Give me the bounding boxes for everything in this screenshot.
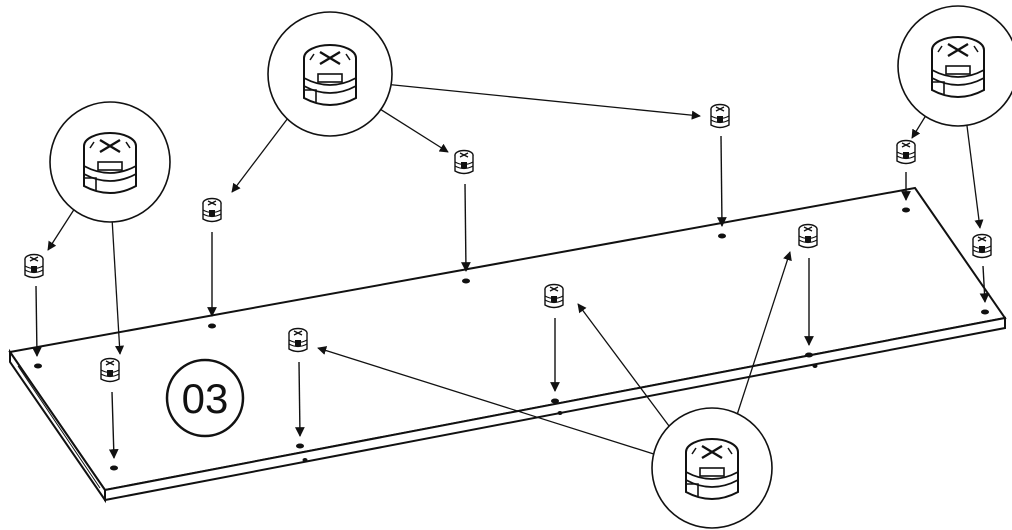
callout-cam-nut-right <box>897 5 1012 127</box>
edge-hole <box>302 458 308 462</box>
cam-nut-detail-icon <box>82 131 138 195</box>
insertion-arrows <box>31 135 990 459</box>
callout-cam-nut-front <box>267 11 393 137</box>
callout-cam-nut-bottom <box>651 407 773 529</box>
cam-lock-nut-icon <box>544 283 564 309</box>
callout-cam-nut-left <box>49 101 171 223</box>
callout-arrows <box>47 83 984 457</box>
cam-lock-nut-icon <box>202 197 222 223</box>
edge-hole <box>557 411 563 415</box>
cam-lock-nut-icon <box>288 327 308 353</box>
hole <box>805 352 813 358</box>
hole <box>902 207 910 213</box>
step-number: 03 <box>182 375 229 422</box>
hole <box>981 309 989 315</box>
hole <box>551 398 559 404</box>
cam-lock-nut-icon <box>454 149 474 175</box>
panel-board <box>8 186 1007 504</box>
cam-lock-nut-icon <box>710 103 730 129</box>
cam-lock-nut-icon <box>972 233 992 259</box>
cam-nut-detail-icon <box>930 35 986 99</box>
panel-holes <box>34 207 989 471</box>
cam-lock-nut-icon <box>896 139 916 165</box>
hole <box>296 443 304 449</box>
edge-hole <box>812 364 818 368</box>
cam-lock-nut-icon <box>24 253 44 279</box>
hole <box>718 233 726 239</box>
hole <box>208 323 216 329</box>
cam-nut-detail-icon <box>302 43 358 107</box>
cam-lock-nut-icon <box>100 357 120 383</box>
cam-lock-nut-icon <box>798 223 818 249</box>
hole <box>462 278 470 284</box>
step-badge: 03 <box>165 358 245 438</box>
hole <box>110 465 118 471</box>
cam-nut-detail-icon <box>684 437 740 501</box>
hole <box>34 363 42 369</box>
